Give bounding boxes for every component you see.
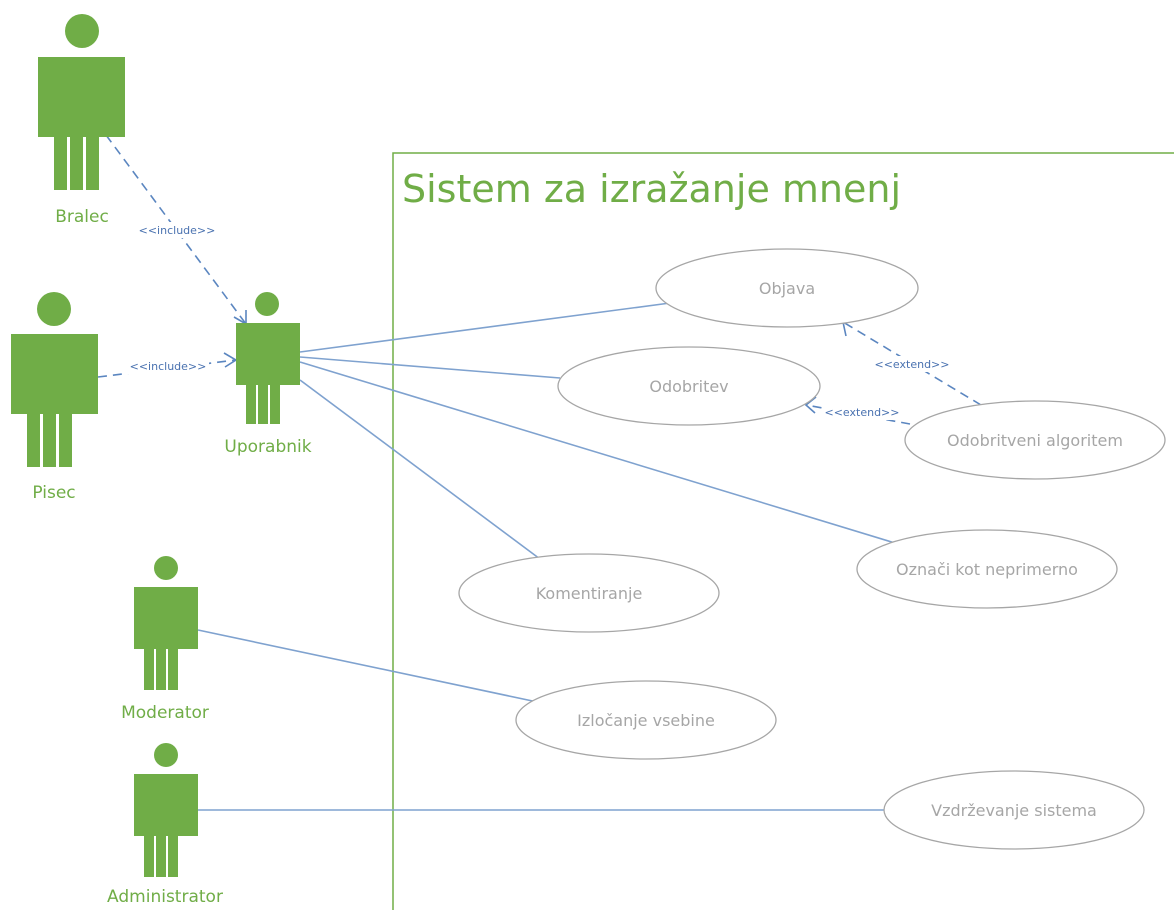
usecase-odobritev-shape [557,346,821,426]
actor-administrator-icon [134,743,198,877]
usecase-izlocanje-shape [515,680,777,760]
associations [197,302,896,811]
assoc-uporabnik-odobritev [299,356,561,379]
actor-administrator-label: Administrator [107,887,223,907]
system-title: Sistem za izražanje mnenj [402,167,901,211]
usecase-odobritev: Odobritev [649,377,728,396]
system-boundary [392,152,1174,910]
actors: Bralec Pisec Uporabnik Moderator [11,14,312,907]
actor-uporabnik-icon [236,292,300,424]
assoc-uporabnik-oznaci [299,361,896,544]
usecase-komentiranje-shape [458,553,720,633]
actor-bralec-icon [38,14,125,190]
actor-pisec-icon [11,292,98,467]
usecase-vzdrzevanje: Vzdrževanje sistema [931,801,1097,820]
usecase-odobritveni-algoritem-shape [904,400,1166,480]
extend-label-odobritev: <<extend>> [825,406,900,419]
assoc-moderator-izlocanje [197,629,543,704]
use-cases: Objava Odobritev Odobritveni algoritem O… [458,248,1166,850]
usecase-objava-shape [655,248,919,328]
include-bralec-uporabnik [105,134,247,325]
usecase-vzdrzevanje-shape [883,770,1145,850]
assoc-uporabnik-komentiranje [299,379,541,560]
actor-bralec-label: Bralec [55,207,109,227]
usecase-objava: Objava [759,279,815,298]
actor-pisec-label: Pisec [32,483,75,503]
include-label-pisec: <<include>> [130,360,207,373]
actor-moderator-icon [134,556,198,690]
usecase-odobritveni-algoritem: Odobritveni algoritem [947,431,1123,450]
usecase-komentiranje: Komentiranje [536,584,643,603]
actor-uporabnik-label: Uporabnik [224,437,311,457]
stereotype-labels: <<include>> <<include>> <<extend>> <<ext… [127,222,952,420]
include-pisec-uporabnik [97,359,237,378]
usecase-oznaci: Označi kot neprimerno [896,560,1078,579]
extend-label-objava: <<extend>> [875,358,950,371]
include-label-bralec: <<include>> [139,224,216,237]
usecase-oznaci-shape [856,529,1118,609]
usecase-izlocanje: Izločanje vsebine [577,711,715,730]
assoc-uporabnik-objava [299,302,671,353]
actor-moderator-label: Moderator [121,703,209,723]
